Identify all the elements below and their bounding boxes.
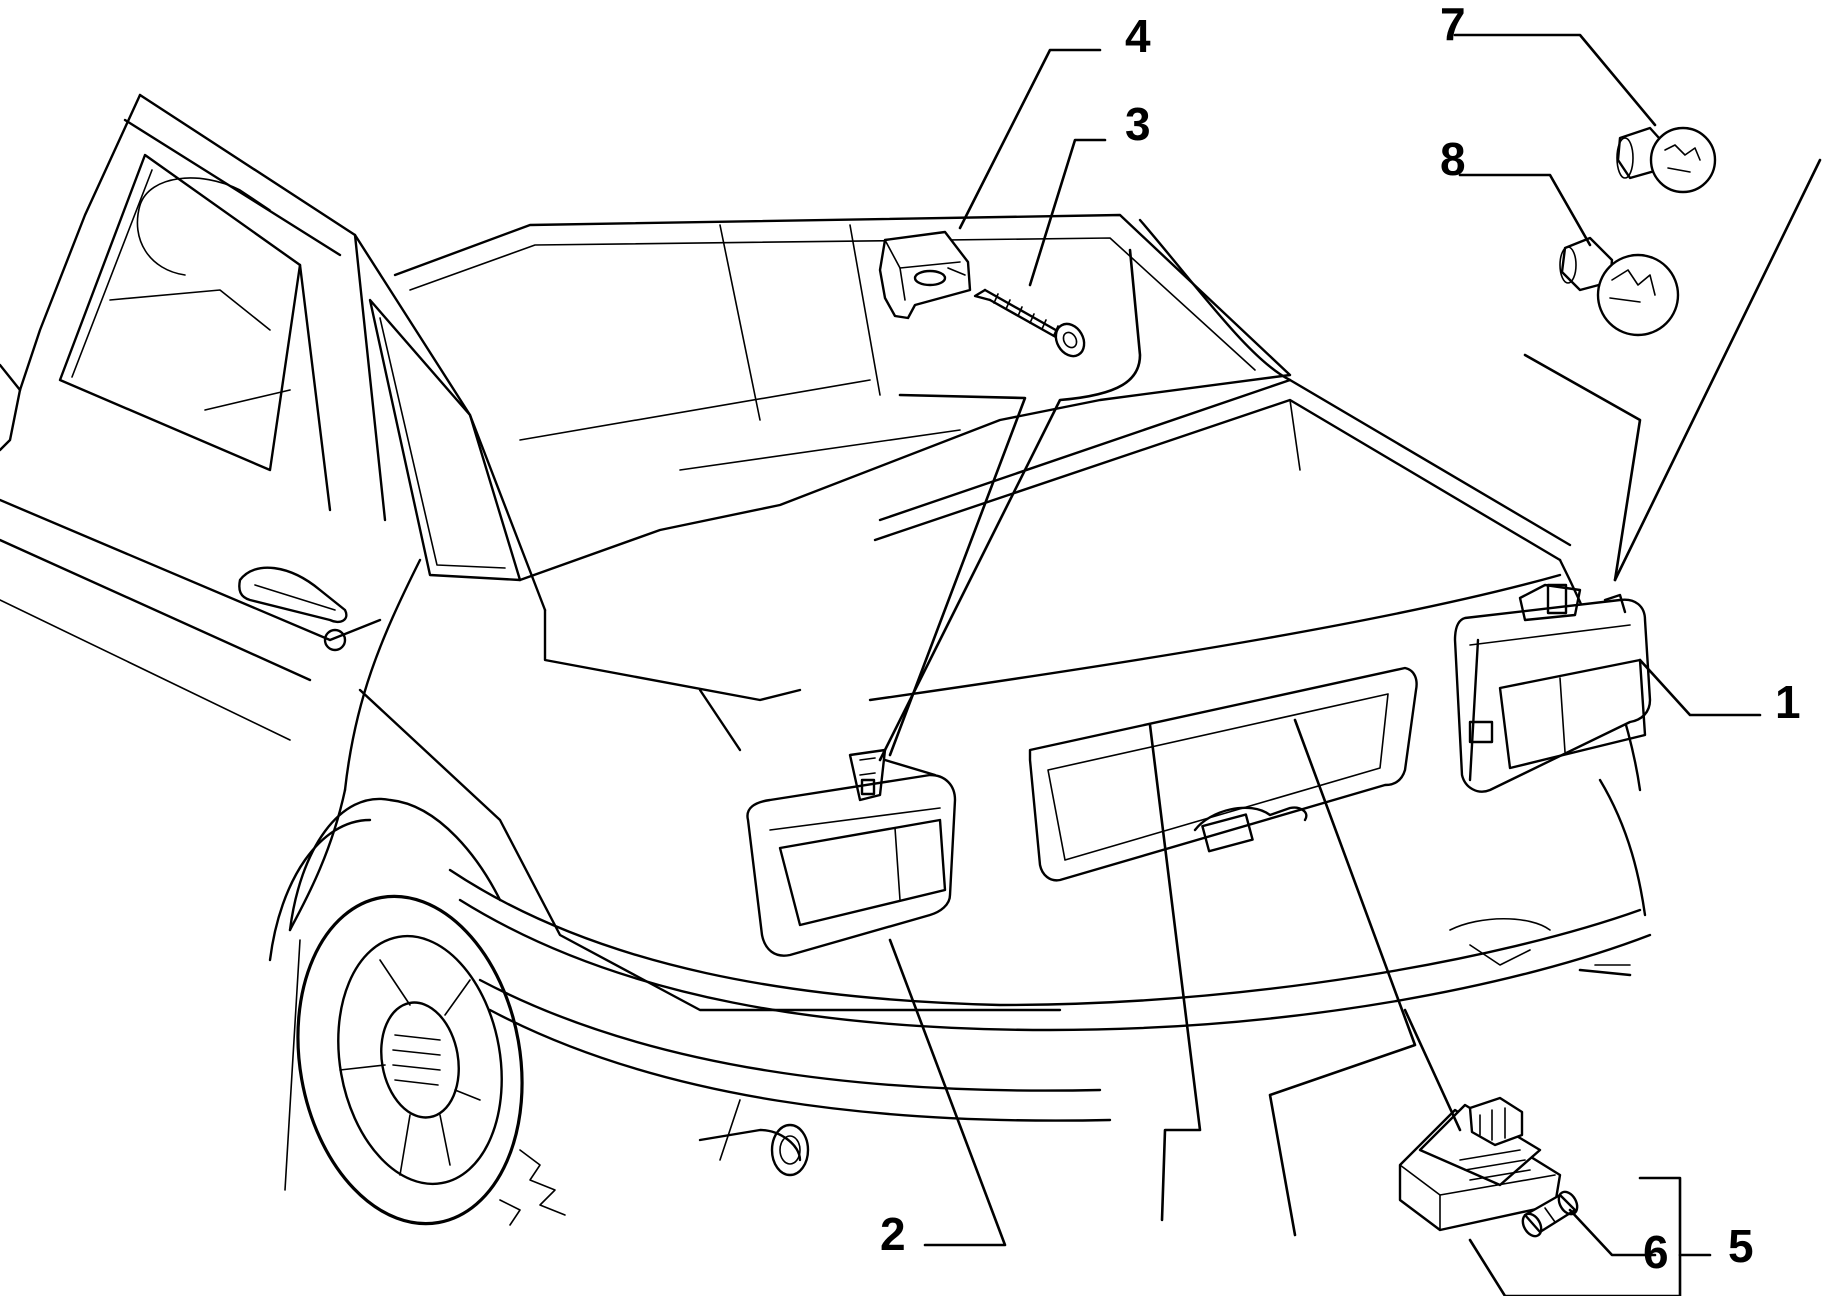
callout-7: 7 (1440, 0, 1466, 50)
screw-part (973, 288, 1086, 358)
callout-5: 5 (1728, 1220, 1754, 1272)
right-tail-lamp (1453, 583, 1652, 793)
festoon-bulb-part (1521, 1190, 1579, 1238)
clip-nut-part (878, 230, 972, 320)
callout-4: 4 (1125, 10, 1151, 62)
callout-3: 3 (1125, 98, 1151, 150)
rear-wheel (268, 797, 566, 1226)
callout-labels: 1 2 3 4 5 6 7 8 (880, 0, 1801, 1278)
left-tail-lamp (746, 748, 957, 957)
callout-2: 2 (880, 1208, 906, 1260)
callout-1: 1 (1775, 676, 1801, 728)
bulb-8-part (1559, 236, 1680, 337)
plate-lamp-part (1398, 1096, 1562, 1232)
bulb-7-part (1616, 126, 1717, 194)
leader-lines (878, 33, 1822, 1296)
callout-6: 6 (1643, 1226, 1669, 1278)
callout-8: 8 (1440, 133, 1466, 185)
